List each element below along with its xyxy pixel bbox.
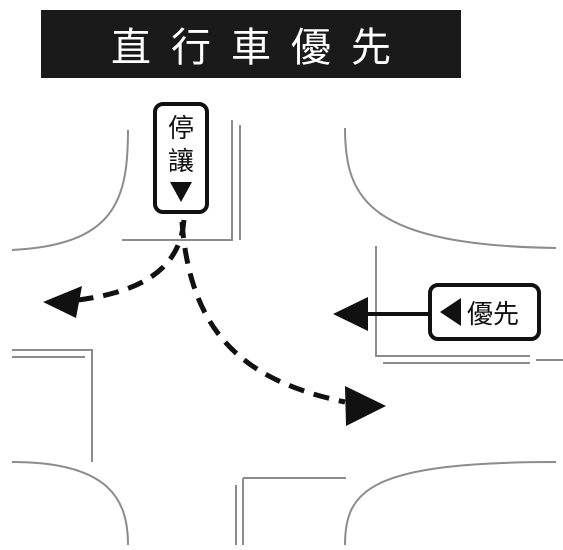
title-text: 直行車優先: [111, 25, 411, 71]
left-turn-arrowhead: [43, 286, 82, 318]
priority-sign-text: 優先: [467, 300, 519, 330]
left-triangle-icon: [440, 298, 461, 326]
stop-yield-sign: 停 讓: [153, 102, 209, 214]
curb-top-left-inner: [122, 120, 233, 241]
curb-top-right: [344, 127, 557, 249]
curb-top-left: [11, 129, 129, 251]
right-turn-path: [179, 221, 346, 405]
priority-sign: 優先: [428, 283, 541, 341]
curb-bottom-right-curve: [344, 461, 557, 546]
title-banner: 直行車優先: [41, 10, 461, 78]
left-turn-path: [77, 219, 187, 303]
right-turn-arrowhead: [345, 386, 386, 426]
down-triangle-icon: [170, 182, 192, 202]
sign-char-2: 讓: [168, 147, 194, 177]
straight-arrow: [333, 297, 432, 331]
curb-bottom-left: [12, 349, 93, 462]
curb-bottom-left-curve: [11, 461, 129, 546]
sign-char-1: 停: [168, 114, 194, 144]
curb-top-right-lane: [375, 246, 530, 357]
turn-paths: [77, 219, 346, 405]
road-edges: [11, 120, 563, 546]
